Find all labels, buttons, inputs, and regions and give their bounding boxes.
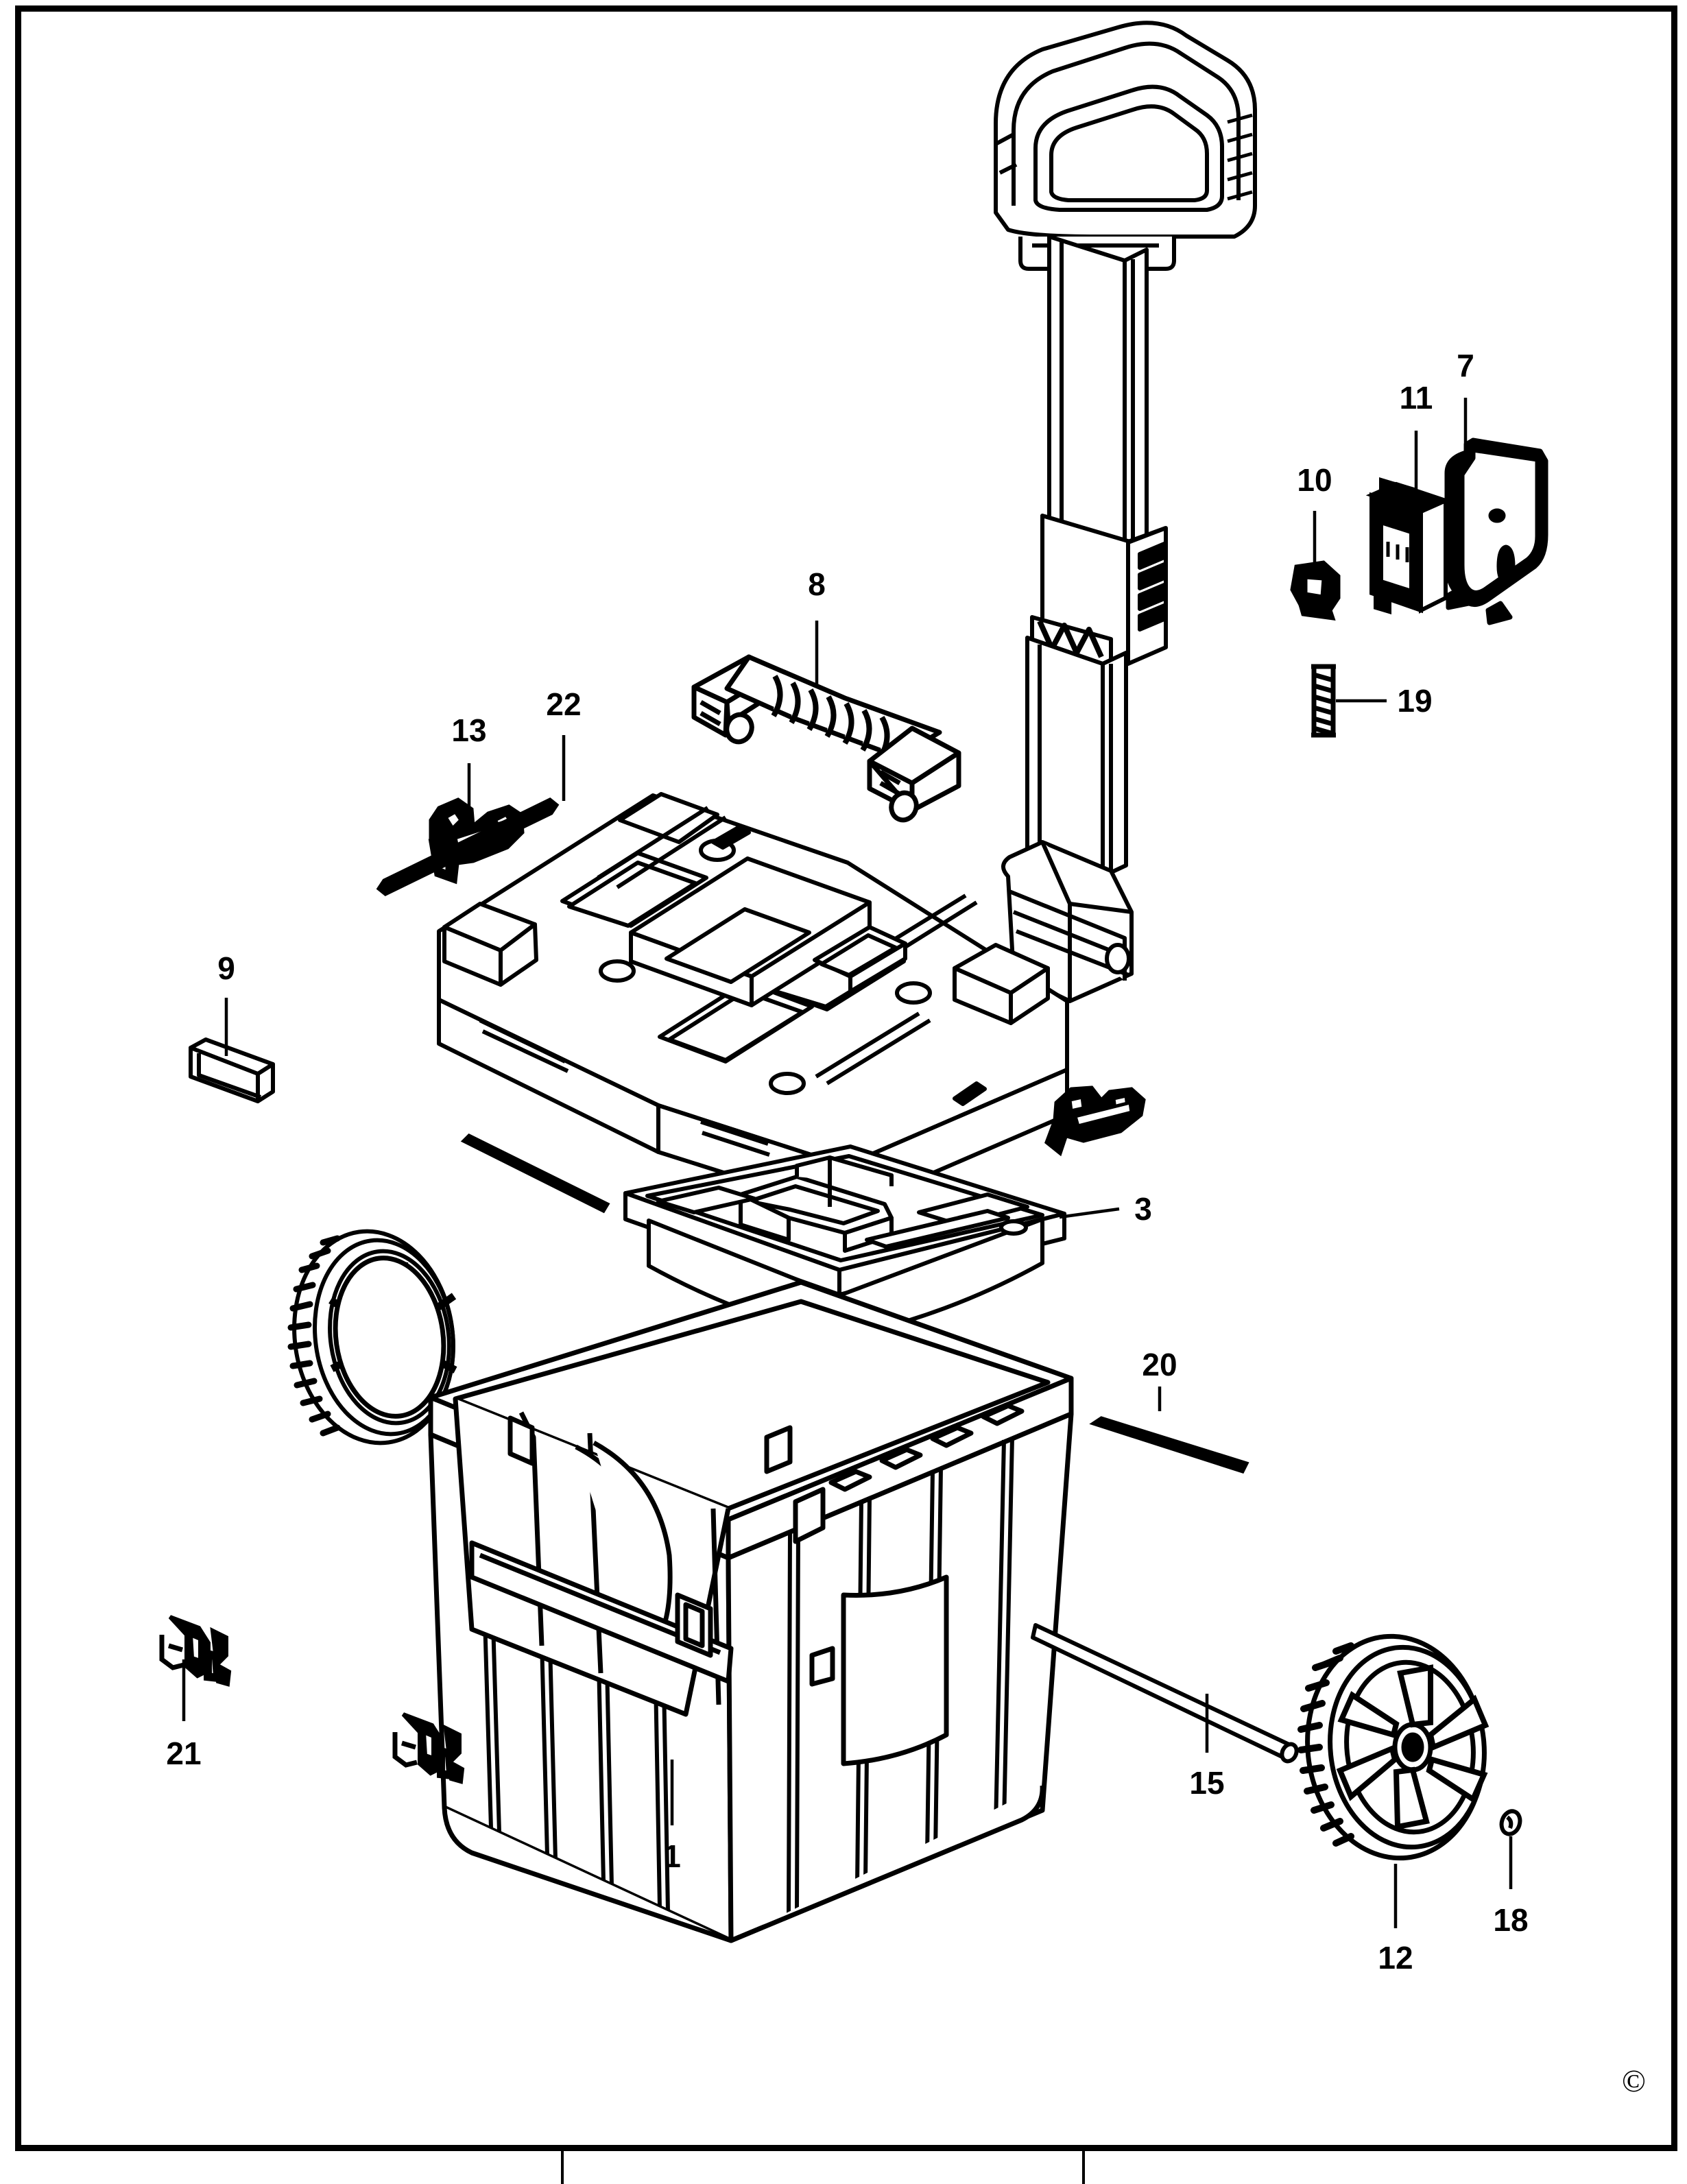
part-11-latch-housing [1365, 477, 1452, 615]
callout-19: 19 [1397, 683, 1433, 719]
callout-22: 22 [546, 686, 582, 722]
title-block-top-rule [15, 2145, 1677, 2151]
part-9-label-strip [189, 1037, 275, 1103]
callout-18: 18 [1493, 1902, 1529, 1938]
callout-13: 13 [451, 712, 487, 748]
callout-9: 9 [217, 950, 235, 986]
leader-3 [1059, 1207, 1120, 1219]
callout-10: 10 [1297, 462, 1332, 498]
part-15-axle-rod [1031, 1623, 1299, 1764]
part-22-roll-pin [376, 797, 560, 896]
callout-21: 21 [166, 1736, 202, 1771]
telescoping-handle-grip [994, 21, 1257, 271]
copyright-icon: © [1622, 2063, 1646, 2098]
part-12-wheel [1297, 1633, 1489, 1861]
part-19-compression-spring [1311, 664, 1336, 738]
hinge-pin-rod-right [1089, 1416, 1249, 1474]
lid-latch-right [1044, 1085, 1146, 1157]
callout-1: 1 [663, 1838, 681, 1874]
part-21-latch-hook-b [392, 1712, 465, 1784]
callout-8: 8 [808, 566, 826, 602]
part-7-cover-plate [1444, 437, 1548, 625]
title-block-divider-2 [1082, 2151, 1085, 2184]
part-1-main-box-body [428, 1280, 1074, 1943]
part-8-carry-handle [691, 654, 961, 823]
callout-20: 20 [1142, 1347, 1177, 1382]
callout-7: 7 [1457, 348, 1474, 383]
title-block-divider-1 [561, 2151, 564, 2184]
part-10-small-clip [1290, 560, 1341, 621]
callout-15: 15 [1189, 1765, 1225, 1801]
part-18-axle-washer [1499, 1809, 1522, 1836]
hinge-pin-rod-left [460, 1133, 610, 1214]
wheel-left [287, 1229, 457, 1445]
part-21-latch-hook-a [159, 1615, 232, 1687]
telescoping-tube-lower [1025, 636, 1128, 878]
callout-11: 11 [1399, 380, 1433, 416]
callout-3: 3 [1134, 1191, 1152, 1227]
callout-12: 12 [1378, 1940, 1413, 1976]
